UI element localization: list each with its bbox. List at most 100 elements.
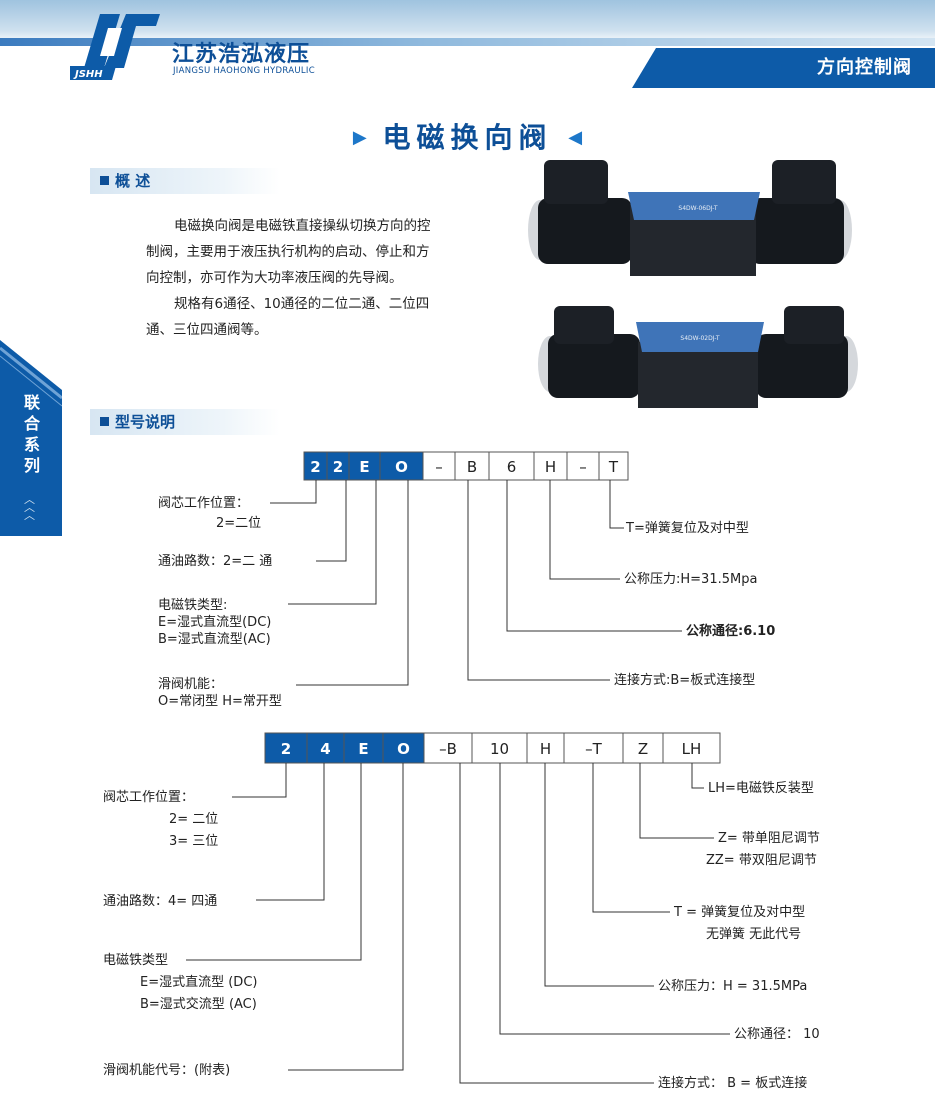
code1-leaders <box>270 480 682 686</box>
label: 无弹簧 无此代号 <box>706 926 801 942</box>
category-tab <box>632 48 935 88</box>
overview-line: 电磁换向阀是电磁铁直接操纵切换方向的控 <box>174 218 431 234</box>
overview-line: 通、三位四通阀等。 <box>146 322 268 338</box>
company-logo: JSHH <box>70 14 160 80</box>
solenoid-right <box>756 334 848 398</box>
header-stripe <box>0 38 935 46</box>
label: 2=二位 <box>216 516 261 531</box>
code-box: 6 <box>488 451 535 481</box>
code1-right-labels: T=弹簧复位及对中型 公称压力:H=31.5Mpa 公称通径:6.10 连接方式… <box>614 520 775 688</box>
logo-bar-left <box>84 14 120 68</box>
label: E=湿式直流型(DC) <box>158 615 271 630</box>
svg-text:–T: –T <box>585 740 603 758</box>
label: 公称压力：H = 31.5MPa <box>658 979 807 994</box>
svg-text:–B: –B <box>439 740 457 758</box>
logo-gap <box>100 28 122 56</box>
code1-boxes: 2 2 E O – B 6 H – T <box>303 451 629 481</box>
valve-photo-1: S4DW-06DJ-T <box>528 160 852 276</box>
label: E=湿式直流型 (DC) <box>140 975 257 990</box>
label: B=湿式交流型 (AC) <box>140 996 257 1012</box>
svg-text:E: E <box>358 740 368 758</box>
label: 阀芯工作位置： <box>158 496 249 511</box>
code-box: O <box>382 732 425 764</box>
overview-line: 向控制，亦可作为大功率液压阀的先导阀。 <box>146 270 403 286</box>
svg-text:O: O <box>397 740 410 758</box>
valve-photo-2: S4DW-02DJ-T <box>538 306 858 408</box>
code-box: –T <box>563 732 624 764</box>
svg-text:B: B <box>467 458 477 476</box>
connector-left <box>554 306 614 344</box>
label: 阀芯工作位置： <box>103 790 194 805</box>
code-box: Z <box>622 732 664 764</box>
svg-text:–: – <box>435 458 443 476</box>
nameplate-model: S4DW-06DJ-T <box>678 205 718 212</box>
page-title: ▶ 电磁换向阀 ◀ <box>0 116 935 156</box>
svg-text:LH: LH <box>682 740 702 758</box>
overview-heading: 概 述 <box>90 168 280 194</box>
svg-text:E: E <box>359 458 369 476</box>
logo-plate <box>70 66 116 80</box>
code2-boxes: 2 4 E O –B 10 H –T Z LH <box>264 732 721 764</box>
label: 公称压力:H=31.5Mpa <box>624 572 757 587</box>
nameplate <box>636 322 764 352</box>
overview-line: 制阀，主要用于液压执行机构的启动、停止和方 <box>146 244 430 260</box>
brand-name-en: JIANGSU HAOHONG HYDRAULIC <box>173 66 315 76</box>
overview-line: 规格有6通径、10通径的二位二通、二位四 <box>174 296 430 312</box>
label: LH=电磁铁反装型 <box>708 781 814 796</box>
code-box: E <box>348 451 381 481</box>
code-box: LH <box>662 732 721 764</box>
code-box: – <box>566 451 600 481</box>
solenoid-left <box>548 334 640 398</box>
code-box: 10 <box>471 732 528 764</box>
model-code-diagram-1: 2 2 E O – B 6 H – T 阀芯工作位置： 2=二位 通油路数：2=… <box>158 451 775 709</box>
title-arrow-left-icon: ◀ <box>568 127 583 148</box>
label: 连接方式： B = 板式连接 <box>658 1075 807 1091</box>
label: 通油路数：2=二 通 <box>158 553 272 569</box>
valve-body <box>638 342 758 408</box>
code-box: E <box>343 732 384 764</box>
svg-text:T: T <box>608 458 619 476</box>
svg-text:H: H <box>545 458 556 476</box>
label: B=湿式直流型(AC) <box>158 632 271 647</box>
category-label: 方向控制阀 <box>817 57 912 78</box>
model-heading-text: 型号说明 <box>115 413 176 431</box>
svg-text:2: 2 <box>333 458 343 476</box>
side-tab <box>0 340 62 536</box>
code-box: 4 <box>306 732 345 764</box>
side-tab-shape <box>0 340 62 536</box>
label: 公称通径： 10 <box>734 1027 820 1042</box>
label: Z= 带单阻尼调节 <box>718 831 820 846</box>
heading-square-icon <box>100 417 109 426</box>
code-box: H <box>526 732 565 764</box>
code-box: 2 <box>264 732 308 764</box>
label: T = 弹簧复位及对中型 <box>673 904 805 920</box>
svg-text:6: 6 <box>507 458 517 476</box>
side-tab-line-2 <box>0 355 62 407</box>
code-box: O <box>379 451 424 481</box>
heading-square-icon <box>100 176 109 185</box>
overview-text: 电磁换向阀是电磁铁直接操纵切换方向的控 制阀，主要用于液压执行机构的启动、停止和… <box>146 213 526 343</box>
svg-text:2: 2 <box>281 740 291 758</box>
brand-name-cn: 江苏浩泓液压 <box>172 42 311 67</box>
code1-left-labels: 阀芯工作位置： 2=二位 通油路数：2=二 通 电磁铁类型: E=湿式直流型(D… <box>158 496 282 709</box>
code-box: T <box>598 451 629 481</box>
label: 2= 二位 <box>169 812 218 827</box>
nameplate <box>628 192 760 220</box>
label: 滑阀机能： <box>158 677 223 692</box>
label: 电磁铁类型: <box>158 598 227 613</box>
label: ZZ= 带双阻尼调节 <box>706 853 817 868</box>
svg-text:O: O <box>395 458 408 476</box>
code2-right-labels: LH=电磁铁反装型 Z= 带单阻尼调节 ZZ= 带双阻尼调节 T = 弹簧复位及… <box>658 781 820 1091</box>
label: 滑阀机能代号：(附表) <box>103 1063 230 1078</box>
model-heading: 型号说明 <box>90 409 280 435</box>
title-arrow-right-icon: ▶ <box>352 127 367 148</box>
svg-text:4: 4 <box>320 740 330 758</box>
page-title-text: 电磁换向阀 <box>382 121 553 154</box>
code-box: –B <box>423 732 473 764</box>
code2-leaders <box>186 763 730 1084</box>
connector-right <box>772 160 836 204</box>
solenoid-right <box>750 198 844 264</box>
label: 通油路数：4= 四通 <box>103 893 217 909</box>
model-code-diagram-2: 2 4 E O –B 10 H –T Z LH 阀芯工作位置： 2= 二位 3=… <box>103 732 820 1091</box>
logo-letters: JSHH <box>73 69 103 80</box>
